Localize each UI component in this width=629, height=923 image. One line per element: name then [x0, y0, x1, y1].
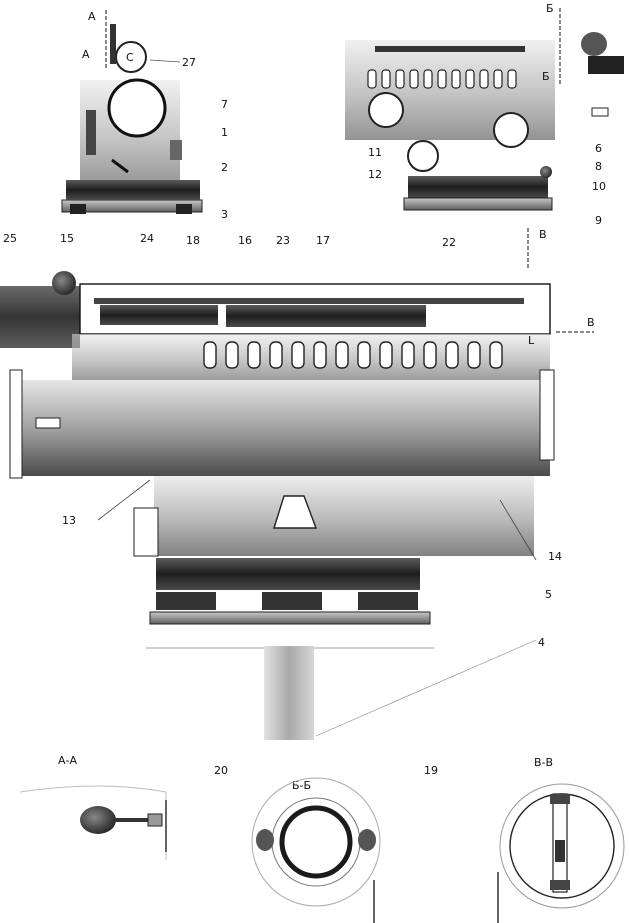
label-6: 6: [595, 142, 602, 155]
section-mark-a-bottom: A: [82, 48, 90, 61]
level-vial: [591, 107, 609, 117]
vertical-rod: [110, 24, 116, 64]
main-view: 25 15 24 18 16 23 17 22 В В L 13 14 5 4: [0, 228, 595, 740]
section-mark-b-bottom: Б: [542, 70, 550, 83]
leveling-screw-left: [70, 204, 86, 214]
leveling-screw-3: [358, 592, 418, 610]
section-aa: А-А: [19, 754, 167, 860]
label-22: 22: [442, 236, 456, 249]
leader-4: [315, 639, 537, 737]
label-12: 12: [368, 168, 382, 181]
base-block: [408, 176, 548, 198]
section-bb-outer: [251, 777, 381, 907]
section-title-bb: Б-Б: [292, 779, 311, 792]
label-7: 7: [221, 98, 228, 111]
dial-gauge-right: [493, 112, 529, 148]
section-mark-v-top: В: [539, 228, 547, 241]
base-slab: [156, 558, 420, 590]
tube-end-right: [539, 369, 555, 461]
leader-13: [97, 479, 151, 521]
base-plate: [149, 611, 431, 625]
pedestal-window: [273, 495, 318, 529]
bracket-left: [86, 110, 96, 155]
leader-14: [499, 499, 537, 561]
label-9: 9: [595, 214, 602, 227]
base-plate: [403, 197, 553, 211]
main-tube: [14, 380, 550, 476]
label-10: 10: [592, 180, 606, 193]
base-block: [66, 180, 200, 200]
leveling-screw-right: [176, 204, 192, 214]
label-13: 13: [62, 514, 76, 527]
section-mark-v-right: В: [587, 316, 595, 329]
leader-27: [149, 59, 181, 63]
label-20: 20: [214, 764, 228, 777]
vial-top: [550, 794, 570, 804]
side-bracket: [133, 507, 159, 557]
section-mark-b-top: Б: [546, 2, 554, 15]
label-17: 17: [316, 234, 330, 247]
stem: [114, 818, 148, 822]
label-16: 16: [238, 234, 252, 247]
dial-gauge-left: [368, 92, 404, 128]
optical-bar-right: [226, 305, 426, 327]
label-8: 8: [595, 160, 602, 173]
section-bb: 20 Б-Б 19: [214, 764, 438, 923]
stem-end: [147, 813, 163, 827]
label-23: 23: [276, 234, 290, 247]
dial-gauge-lower: [407, 140, 439, 172]
inner-rail: [94, 298, 524, 304]
tube-end-left: [9, 369, 23, 479]
comb-slots: [367, 69, 517, 89]
lug-right: [358, 829, 376, 851]
tilt-lever: [111, 158, 129, 174]
label-24: 24: [140, 232, 154, 245]
label-14: 14: [548, 550, 562, 563]
optical-bar-left: [100, 305, 218, 325]
bracket-right: [170, 140, 182, 160]
adjust-knob: [540, 166, 552, 178]
left-cap-block: [0, 286, 80, 348]
mount-plate: [35, 417, 61, 429]
knob-section: [80, 806, 116, 834]
end-cap-knob: [581, 32, 607, 56]
label-15: 15: [60, 232, 74, 245]
telescope-tube-end: [107, 78, 167, 138]
section-mark-a-top: A: [88, 10, 96, 23]
label-1: 1: [221, 126, 228, 139]
section-title-aa: А-А: [58, 754, 77, 767]
label-25: 25: [3, 232, 17, 245]
ocular-c-mark: C: [126, 51, 134, 64]
main-comb-slots: [203, 341, 503, 369]
section-bb-ring: [279, 805, 353, 879]
label-5: 5: [545, 588, 552, 601]
label-3: 3: [221, 208, 228, 221]
label-11: 11: [368, 146, 382, 159]
label-2: 2: [221, 161, 228, 174]
label-4: 4: [538, 636, 545, 649]
lug-left: [256, 829, 274, 851]
vial-mid: [555, 840, 565, 862]
vial-bottom: [550, 880, 570, 890]
top-slot-bar: [375, 46, 525, 52]
end-cap-block: [588, 56, 624, 74]
label-18: 18: [186, 234, 200, 247]
focus-knob: [52, 271, 76, 295]
support-post: [264, 646, 314, 740]
section-aa-outline: [19, 785, 167, 860]
section-title-vv: В-В: [534, 756, 553, 769]
leveling-screw-1: [156, 592, 216, 610]
end-view-left: C A A 27 7 1 2 3: [61, 10, 228, 221]
label-27: 27: [182, 56, 196, 69]
leveling-screw-2: [262, 592, 322, 610]
label-19: 19: [424, 764, 438, 777]
section-vv: В-В: [497, 756, 625, 923]
section-vv-outer: [499, 783, 625, 909]
label-L: L: [528, 334, 535, 347]
side-view-right: Б Б 11 12 6 8 10 9: [345, 2, 624, 227]
pedestal-body: [154, 476, 534, 556]
